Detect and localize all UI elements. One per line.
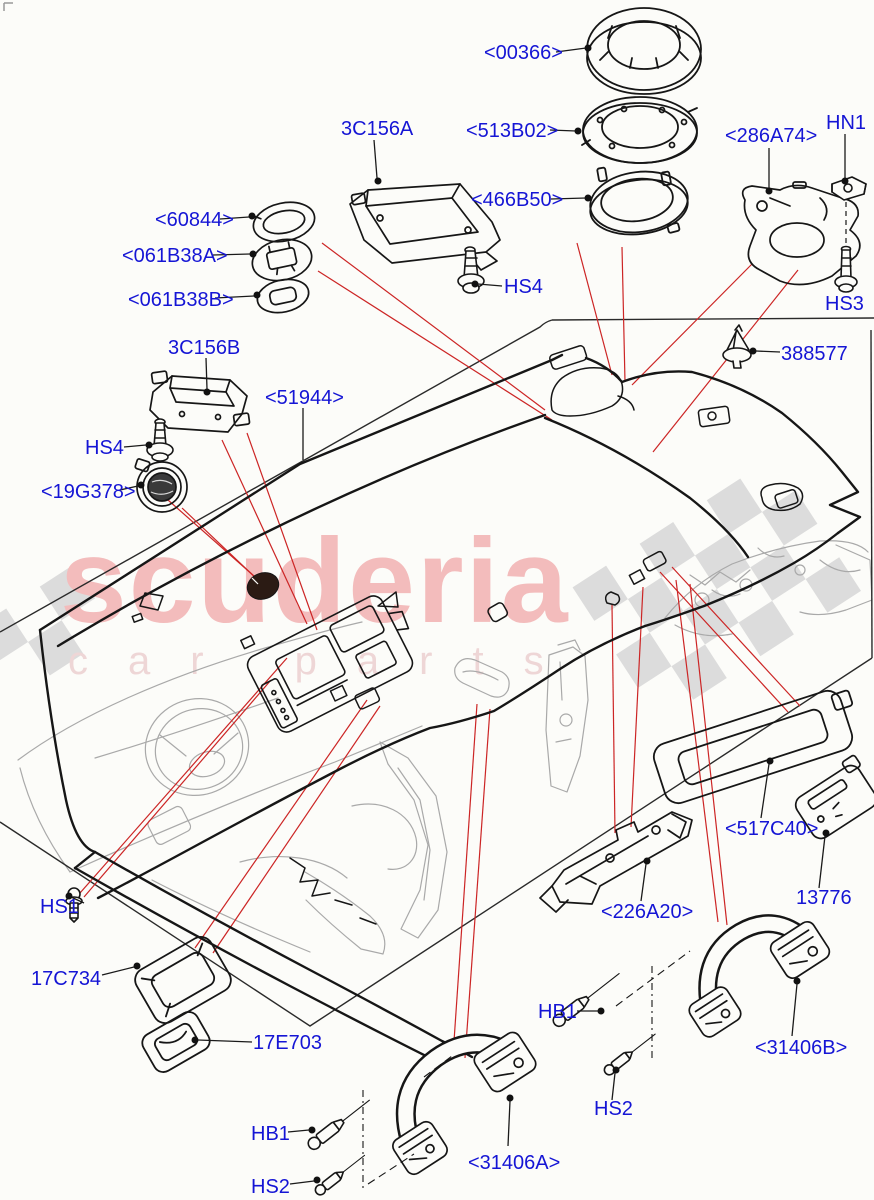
callout-061B38A[interactable]: <061B38A> (122, 245, 228, 267)
callout-517C40[interactable]: <517C40> (725, 818, 818, 840)
headliner-panel (38, 345, 862, 1060)
part-frame-17E703 (141, 1011, 211, 1073)
part-screw-HB1-left (307, 1099, 370, 1151)
callout-17C734[interactable]: 17C734 (31, 968, 101, 990)
part-screw-HS4-top (457, 246, 485, 294)
callout-HS1[interactable]: HS1 (40, 896, 79, 918)
part-ring-00366 (586, 7, 702, 95)
callout-3C156A[interactable]: 3C156A (341, 118, 414, 140)
part-grab-handle-31406A (392, 1031, 537, 1176)
leader-lines (65, 44, 849, 1185)
part-lamp-13776 (794, 754, 874, 840)
part-screw-HS4-left (146, 418, 174, 462)
part-screw-HS1 (65, 887, 83, 923)
part-screw-HS2-left (314, 1154, 366, 1196)
part-grab-handle-31406B (688, 914, 831, 1038)
callout-286A74[interactable]: <286A74> (725, 125, 817, 147)
part-ring-466B50 (589, 166, 689, 236)
callout-388577[interactable]: 388577 (781, 343, 848, 365)
part-screw-HS3 (834, 245, 858, 293)
callout-HB1-left[interactable]: HB1 (251, 1123, 290, 1145)
crop-mark-icon (3, 2, 13, 11)
callout-HS4-top[interactable]: HS4 (504, 276, 543, 298)
part-bracket-286A74 (741, 181, 861, 286)
part-frame-517C40 (652, 689, 854, 805)
part-screw-HB1-right (552, 972, 620, 1028)
callout-HN1[interactable]: HN1 (826, 112, 866, 134)
part-bracket-226A20 (539, 811, 693, 913)
callout-19G378[interactable]: <19G378> (41, 481, 136, 503)
axis-diagonal-handle-B (615, 950, 691, 1007)
watermark-tagline-text: car parts (68, 639, 584, 683)
overhead-console (246, 595, 414, 733)
part-bracket-3C156B (149, 370, 251, 433)
red-locator-lines (79, 242, 801, 1059)
callout-3C156B[interactable]: 3C156B (168, 337, 240, 359)
callout-51944[interactable]: <51944> (265, 387, 344, 409)
callout-00366[interactable]: <00366> (484, 42, 563, 64)
part-nut-HN1 (831, 176, 867, 201)
part-bracket-3C156A (349, 183, 501, 271)
callout-HS2-left[interactable]: HS2 (251, 1176, 290, 1198)
part-screw-HS2-right (603, 1033, 656, 1076)
part-bezel-061B38B (256, 278, 310, 314)
callout-labels: <00366> <513B02> <466B50> <286A74> HN1 H… (31, 42, 866, 1198)
callout-HS4-left[interactable]: HS4 (85, 437, 124, 459)
watermark-brand-text: scuderia (60, 514, 570, 648)
callout-226A20[interactable]: <226A20> (601, 901, 693, 923)
part-clip-388577 (722, 324, 752, 369)
part-frame-17C734 (134, 936, 232, 1024)
axis-diagonal-handle-A (367, 1055, 453, 1185)
callout-13776[interactable]: 13776 (796, 887, 852, 909)
callout-60844[interactable]: <60844> (155, 209, 234, 231)
callout-HS3[interactable]: HS3 (825, 293, 864, 315)
part-ring-513B02 (581, 96, 698, 164)
callout-17E703[interactable]: 17E703 (253, 1032, 322, 1054)
callout-HB1-right[interactable]: HB1 (538, 1001, 577, 1023)
callout-513B02[interactable]: <513B02> (466, 120, 558, 142)
dome-lamp-hole (246, 572, 280, 600)
callout-061B38B[interactable]: <061B38B> (128, 289, 234, 311)
callout-31406A[interactable]: <31406A> (468, 1152, 560, 1174)
callout-HS2-right[interactable]: HS2 (594, 1098, 633, 1120)
callout-31406B[interactable]: <31406B> (755, 1037, 847, 1059)
callout-466B50[interactable]: <466B50> (471, 189, 563, 211)
